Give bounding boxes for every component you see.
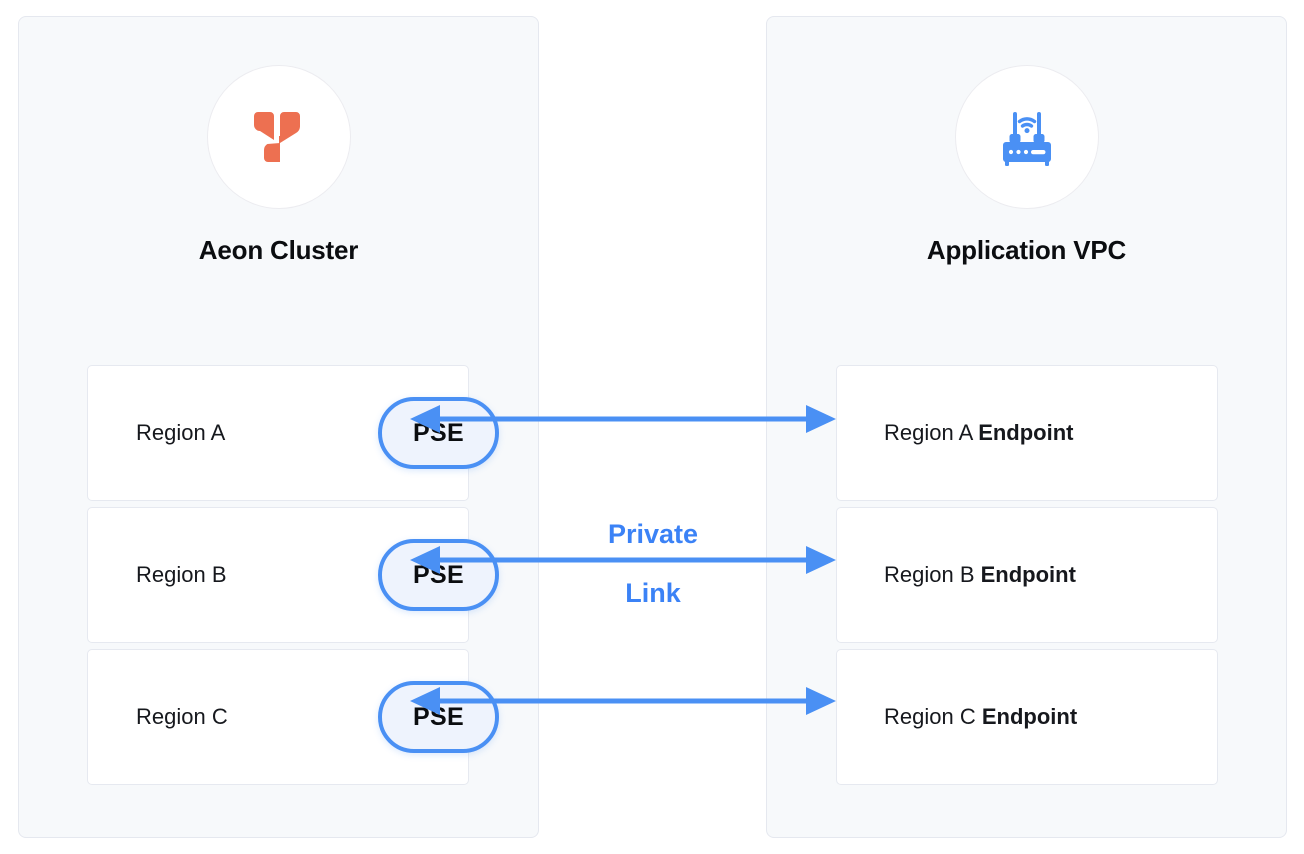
region-a-label: Region A (136, 420, 226, 445)
endpoint-row-b[interactable]: Region B Endpoint (836, 507, 1218, 643)
right-panel-title: Application VPC (926, 235, 1127, 265)
region-row-b[interactable]: Region B PSE (87, 507, 499, 643)
region-row-c[interactable]: Region C PSE (87, 649, 499, 785)
left-panel-header: Aeon Cluster (19, 65, 538, 266)
endpoint-b-label: Region B Endpoint (884, 562, 1076, 587)
router-icon-circle (954, 65, 1099, 209)
endpoint-row-a[interactable]: Region A Endpoint (836, 365, 1218, 501)
endpoint-a-label: Region A Endpoint (884, 420, 1074, 445)
panel-aeon-cluster: Aeon Cluster Region A PSE Region B PSE R… (18, 16, 539, 838)
right-panel-header: Application VPC (767, 65, 1286, 266)
private-link-arrow-a (410, 405, 836, 433)
region-c-label: Region C (136, 704, 228, 729)
left-panel-title: Aeon Cluster (198, 235, 359, 265)
private-link-arrow-b (410, 546, 836, 574)
router-wifi-icon (1002, 112, 1051, 166)
region-b-label: Region B (136, 562, 227, 587)
private-link-arrow-c (410, 687, 836, 715)
right-region-list: Region A Endpoint Region B Endpoint Regi… (767, 365, 1286, 785)
endpoint-c-label: Region C Endpoint (884, 704, 1078, 729)
panel-application-vpc: Application VPC Region A Endpoint Region… (766, 16, 1287, 838)
aeon-logo-icon (253, 112, 300, 162)
aeon-logo-circle (206, 65, 351, 209)
endpoint-row-c[interactable]: Region C Endpoint (836, 649, 1218, 785)
